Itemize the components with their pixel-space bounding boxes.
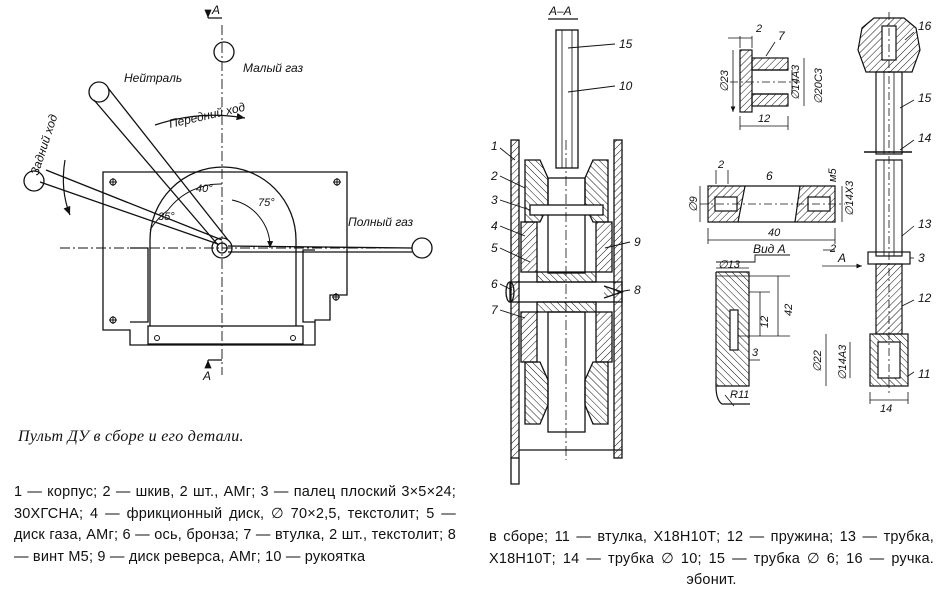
axle-w2: 2 (829, 243, 836, 255)
sleeve-d2: ∅14А3 (790, 64, 802, 100)
part-7: 7 (491, 303, 499, 317)
part-10: 10 (619, 79, 633, 93)
detail-view-a (715, 254, 790, 407)
handle-part-16: 16 (918, 19, 932, 33)
detail-handle (822, 12, 921, 404)
detail-axle (699, 170, 845, 251)
detail-view-a-labels: Вид А ∅13 12 42 3 R11 (718, 242, 795, 401)
axle-part: 6 (766, 169, 773, 183)
handle-d2: ∅14А3 (837, 344, 849, 380)
label-idle: Малый газ (243, 61, 303, 75)
part-4: 4 (491, 219, 498, 233)
handle-part-13: 13 (918, 217, 932, 231)
sleeve-w1: 2 (755, 23, 762, 35)
handle-part-15: 15 (918, 91, 932, 105)
section-mark-top: А (211, 3, 220, 17)
label-reverse: Задний ход (28, 112, 61, 177)
sleeve-d3: ∅20С3 (813, 67, 825, 104)
part-3: 3 (491, 193, 498, 207)
label-full: Полный газ (348, 215, 414, 229)
section-mark-bottom: А (202, 369, 211, 383)
angle-75: 75° (258, 197, 275, 209)
axle-thread: м5 (827, 167, 839, 182)
view-a-title: Вид А (753, 242, 786, 256)
view-a-d: ∅13 (718, 259, 741, 271)
part-6: 6 (491, 277, 498, 291)
handle-part-12: 12 (918, 291, 932, 305)
part-5: 5 (491, 241, 498, 255)
part-2: 2 (490, 169, 498, 183)
sleeve-w2: 12 (758, 113, 770, 125)
sleeve-part: 7 (778, 29, 786, 43)
detail-handle-labels: 16 15 14 13 3 12 11 А ∅22 ∅14А3 14 (812, 19, 932, 415)
view-a-h1: 12 (759, 316, 771, 328)
view-a-r: R11 (730, 389, 749, 401)
figure-caption: Пульт ДУ в сборе и его детали. (18, 428, 244, 445)
axle-len: 40 (768, 227, 781, 239)
handle-part-3: 3 (918, 251, 925, 265)
angle-35: 35° (158, 211, 175, 223)
label-forward: Передний ход (168, 100, 247, 131)
label-neutral: Нейтраль (124, 71, 182, 85)
part-1: 1 (491, 139, 498, 153)
handle-d1: ∅22 (812, 350, 824, 372)
axle-d2: ∅14Х3 (844, 180, 856, 216)
axle-d1: ∅9 (688, 196, 700, 212)
legend-right: в сборе; 11 — втулка, Х18Н10Т; 12 — пруж… (489, 529, 934, 588)
legend-left: 1 — корпус; 2 — шкив, 2 шт., АМг; 3 — па… (14, 484, 456, 565)
handle-view: А (837, 251, 846, 265)
handle-w: 14 (880, 403, 892, 415)
detail-sleeve (728, 36, 805, 130)
detail-axle-labels: 6 2 ∅9 м5 ∅14Х3 40 2 (688, 159, 856, 255)
section-aa (499, 18, 631, 485)
part-9: 9 (634, 235, 641, 249)
front-view (23, 9, 433, 375)
part-15: 15 (619, 37, 633, 51)
angle-40: 40° (196, 183, 213, 195)
view-a-w: 3 (752, 347, 759, 359)
sleeve-d1: ∅23 (719, 69, 731, 92)
view-a-h2: 42 (783, 304, 795, 316)
handle-part-14: 14 (918, 131, 932, 145)
detail-sleeve-labels: 7 2 12 ∅23 ∅14А3 ∅20С3 (719, 23, 825, 125)
section-aa-labels: А–А 15 10 1 2 3 4 5 6 7 8 9 (490, 4, 641, 317)
part-8: 8 (634, 283, 641, 297)
handle-part-11: 11 (918, 367, 930, 381)
axle-w1: 2 (717, 159, 724, 171)
section-title: А–А (548, 4, 572, 18)
